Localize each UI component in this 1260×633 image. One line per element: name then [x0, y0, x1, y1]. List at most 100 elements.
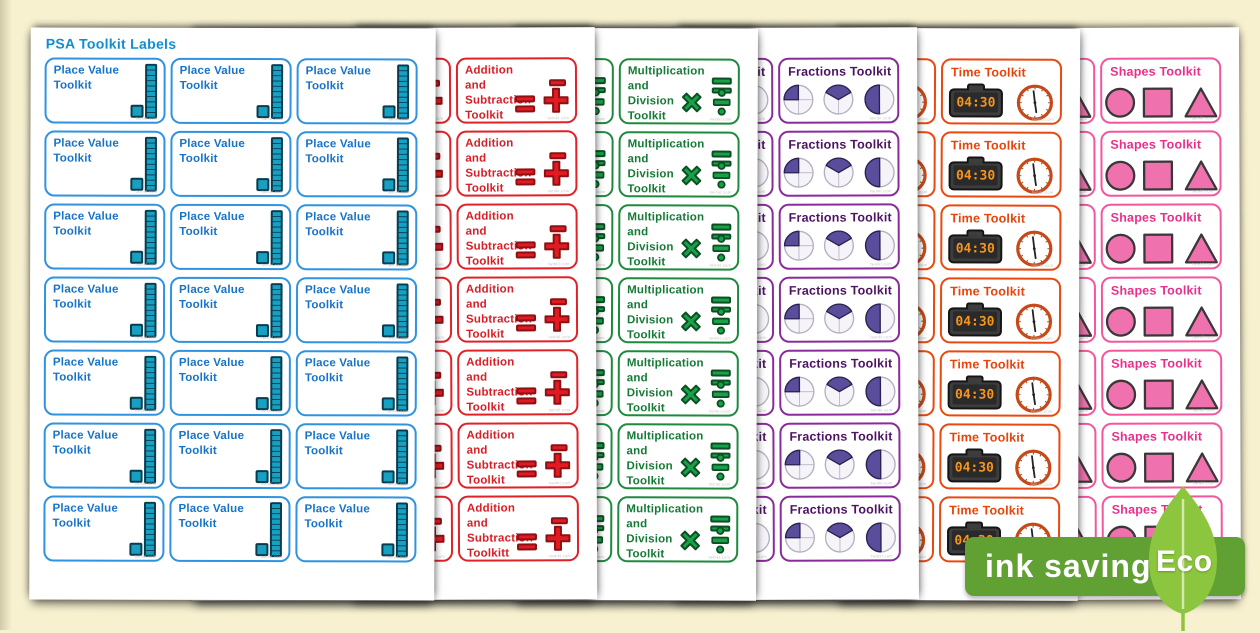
shapes-row [1104, 158, 1217, 191]
eco-label: Eco [1156, 545, 1213, 579]
time-toolkit-label: Time Toolkit 04:30 twinkl.com [939, 423, 1060, 490]
digital-time: 04:30 [955, 460, 994, 475]
shapes-row [1104, 85, 1217, 118]
label-text-line: Addition and [466, 209, 536, 239]
time-toolkit-label: Time Toolkit 04:30 twinkl.com [940, 277, 1061, 344]
digital-clock-icon: 04:30 [947, 453, 1001, 482]
shapes-toolkit-label: Shapes Toolkit twinkl.com [1101, 276, 1222, 342]
fraction-pies-row [784, 519, 897, 555]
watermark: twinkl.com [710, 191, 732, 195]
label-text-line: Time Toolkit [950, 210, 1055, 227]
label-text-line: Place Value [53, 210, 131, 225]
shapes-row [1105, 231, 1218, 264]
quarter-pie-icon [783, 447, 815, 483]
multiply-icon [677, 454, 703, 485]
digital-clock-icon: 04:30 [948, 307, 1002, 336]
equals-icon [515, 95, 535, 112]
watermark: twinkl.com [871, 408, 893, 412]
third-pie-icon [824, 374, 856, 410]
label-text-line: Multiplication [628, 137, 698, 152]
label-text-line: Time Toolkit [950, 356, 1055, 373]
circle-icon [1107, 454, 1135, 482]
watermark: twinkl.com [136, 190, 158, 194]
label-text-line: Toolkit [52, 516, 130, 531]
digital-clock-icon: 04:30 [948, 380, 1002, 409]
label-text-line: Place Value [180, 64, 258, 79]
watermark: twinkl.com [549, 554, 571, 558]
label-text-line: Shapes Toolkit [1111, 209, 1216, 226]
label-text-line: Time Toolkit [951, 64, 1056, 81]
circle-icon [1106, 89, 1134, 117]
watermark: twinkl.com [548, 335, 570, 339]
watermark: twinkl.com [1192, 189, 1214, 193]
quarter-pie-icon [782, 155, 814, 191]
watermark: twinkl.com [871, 554, 893, 558]
label-text-line: Place Value [53, 283, 131, 298]
watermark: twinkl.com [709, 483, 731, 487]
watermark: twinkl.com [870, 116, 892, 120]
digital-clock-icon: 04:30 [949, 88, 1003, 117]
shapes-toolkit-label: Shapes Toolkit twinkl.com [1101, 349, 1222, 415]
label-text-line: Addition and [466, 282, 536, 312]
plus-icon [543, 87, 569, 118]
circle-icon [1107, 308, 1135, 336]
label-text-line: Toolkit [304, 517, 382, 532]
watermark: twinkl.com [262, 117, 284, 121]
triangle-icon [1187, 453, 1218, 481]
label-text-line: Multiplication [627, 283, 697, 298]
label-text-line: Place Value [305, 283, 383, 298]
watermark: twinkl.com [871, 481, 893, 485]
label-text-line: Place Value [304, 502, 382, 517]
plus-icon [545, 525, 571, 556]
equals-icon [515, 168, 535, 185]
triangle-icon [1186, 161, 1217, 189]
fractions-toolkit-label: Fractions Toolkit twinkl.com [778, 130, 899, 196]
label-text-line: Toolkit [305, 225, 383, 240]
plus-icon [544, 379, 570, 410]
label-text-line: Multiplication [627, 429, 697, 444]
shapes-row [1105, 304, 1218, 337]
circle-icon [1107, 235, 1135, 263]
shapes-toolkit-label: Shapes Toolkit twinkl.com [1100, 57, 1221, 123]
fraction-pies-row [783, 373, 896, 409]
label-text-line: Addition and [465, 136, 535, 166]
time-toolkit-label: Time Toolkit 04:30 twinkl.com [941, 131, 1062, 198]
quarter-pie-icon [783, 374, 815, 410]
watermark: twinkl.com [710, 118, 732, 122]
label-text-line: Fractions Toolkit [789, 355, 894, 372]
quarter-pie-icon [782, 82, 814, 118]
fraction-pies-row [782, 154, 895, 190]
multiply-icon [678, 308, 704, 339]
label-text-line: Toolkit [306, 79, 384, 94]
shapes-toolkit-label: Shapes Toolkit twinkl.com [1101, 422, 1222, 488]
label-text-line: Toolkit [179, 225, 257, 240]
label-text-line: Place Value [179, 429, 257, 444]
label-text-line: Shapes Toolkit [1110, 136, 1215, 153]
triangle-icon [1186, 307, 1217, 335]
equals-icon [516, 387, 536, 404]
minus-icon [549, 79, 566, 86]
label-text-line: Place Value [179, 210, 257, 225]
label-text-line: Fractions Toolkit [788, 136, 893, 153]
minus-icon [551, 444, 568, 451]
watermark: twinkl.com [549, 481, 571, 485]
watermark: twinkl.com [1192, 335, 1214, 339]
label-text-line: Multiplication [626, 502, 696, 517]
